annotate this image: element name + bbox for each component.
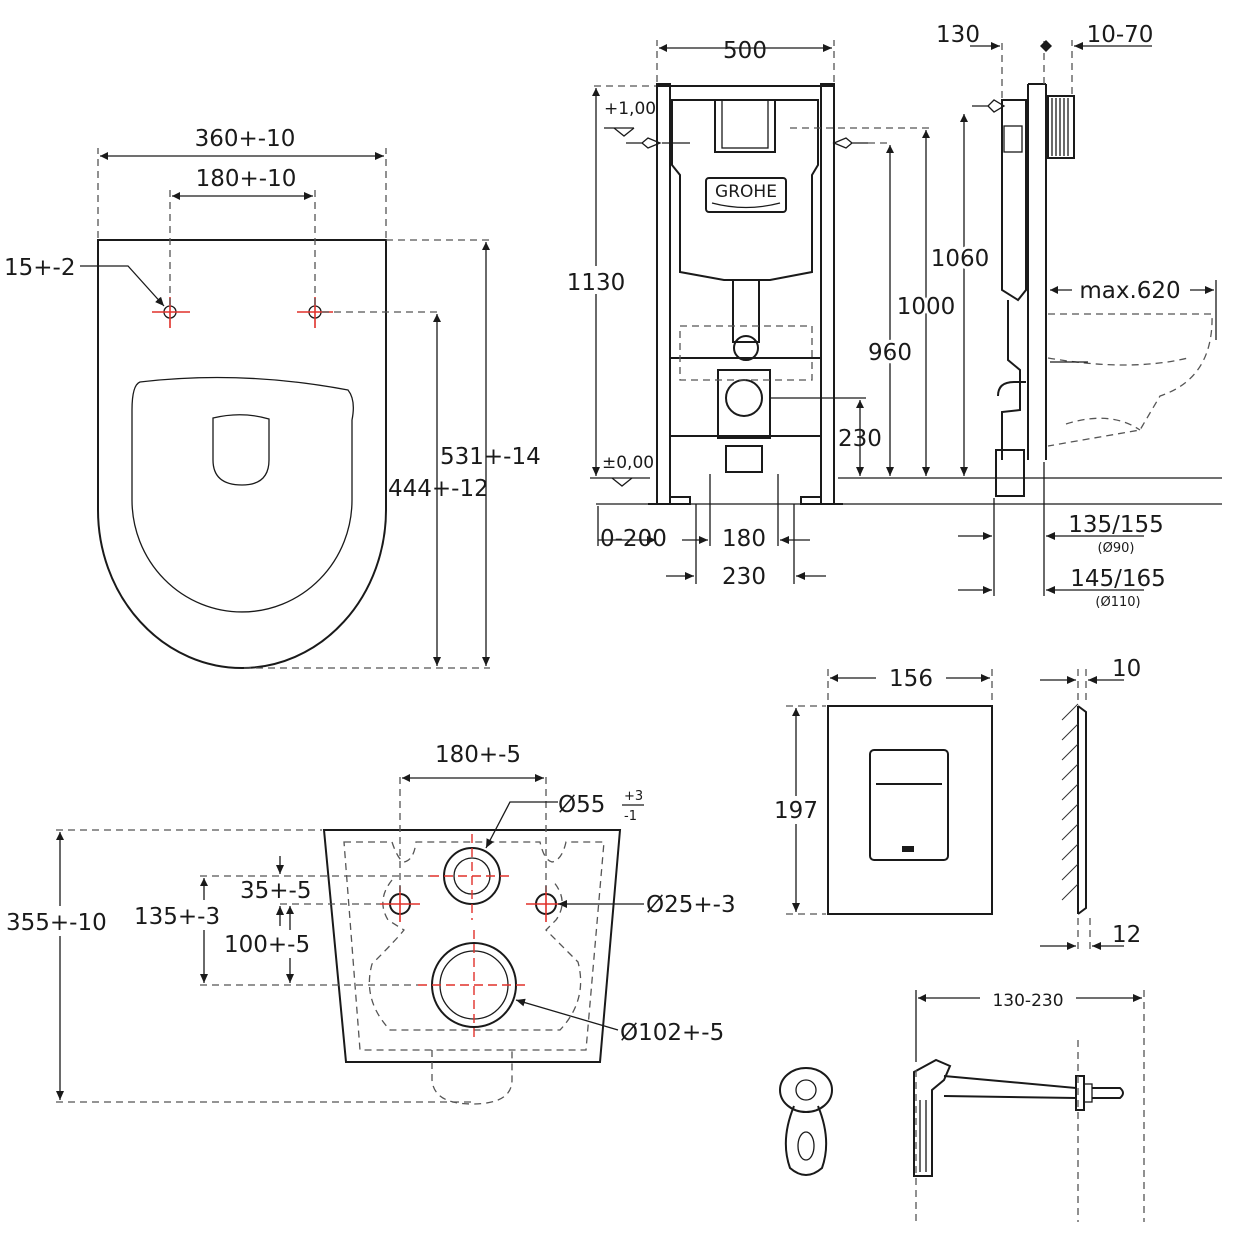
height-1060-label: 1060	[931, 246, 990, 272]
frame-post-left	[656, 83, 671, 505]
seat-top-view: 360+-10 180+-10 15+-2 531+-14 444+-12	[4, 126, 541, 669]
bowl-hole-spacing-label: 180+-5	[435, 742, 521, 768]
frame-post-right	[820, 83, 835, 505]
flush-plate-view: 156 197 10 12	[770, 656, 1141, 952]
svg-text:960: 960	[868, 340, 912, 366]
bolt-length-label: 130-230	[992, 991, 1063, 1011]
height-960-label: 960	[868, 340, 912, 366]
bowl-projection-label: max.620	[1079, 278, 1180, 304]
drain-diameter-label: Ø102+-5	[620, 1020, 724, 1046]
pipe-110-label: 145/165	[1070, 566, 1166, 592]
cistern-side	[1001, 99, 1027, 302]
drain-spacing-outer-label: 230	[722, 564, 766, 590]
frame-width-label: 500	[723, 38, 767, 64]
seat-length-label: 531+-14	[440, 444, 541, 470]
inlet-offset-label: 35+-5	[240, 878, 311, 904]
height-1000-label: 1000	[897, 294, 956, 320]
pipe-90-note: (Ø90)	[1098, 541, 1135, 556]
bowl-rear-view: 180+-5 Ø55 +3 -1 355+-10 135+-3 35+-5 10…	[2, 742, 736, 1105]
brand-label: GROHE	[715, 182, 777, 202]
plate-height-label: 197	[774, 798, 818, 824]
svg-text:1000: 1000	[897, 294, 956, 320]
drain-height-label: 230	[838, 426, 882, 452]
inlet-tol-minus: -1	[624, 809, 637, 824]
frame-height-label: 1130	[567, 270, 626, 296]
inlet-tol-plus: +3	[624, 789, 643, 804]
fixing-bolt-view: 130-230	[779, 984, 1145, 1222]
seat-lid-outline	[131, 376, 354, 613]
plate-thickness-bottom-label: 12	[1112, 922, 1141, 948]
flush-plate-front	[827, 705, 993, 915]
flush-valve-housing	[714, 99, 776, 153]
bottom-adjust-label: 0-200	[600, 526, 667, 552]
seat-hole-length-label: 444+-12	[388, 476, 489, 502]
svg-text:1060: 1060	[931, 246, 990, 272]
drain-offset-label: 100+-5	[224, 932, 310, 958]
level-top-label: +1,00	[604, 99, 656, 119]
wall-hatch	[1061, 703, 1079, 901]
frame-depth-label: 130	[936, 22, 980, 48]
drain-fitting	[717, 369, 771, 439]
pipe-110-note: (Ø110)	[1095, 595, 1140, 610]
wall-adjust-label: 10-70	[1087, 22, 1154, 48]
bolt-rod	[943, 1075, 1077, 1100]
fixing-hole-diameter-label: Ø25+-3	[646, 892, 736, 918]
drain-spacing-inner-label: 180	[722, 526, 766, 552]
seat-hole-diameter-label: 15+-2	[4, 255, 75, 281]
seat-hole-spacing-label: 180+-10	[196, 166, 297, 192]
wall-bracket	[1047, 95, 1075, 159]
level-floor-label: ±0,00	[602, 453, 654, 473]
bowl-height-label: 355+-10	[6, 910, 107, 936]
seat-fixing-hole-left	[152, 297, 190, 328]
cistern	[671, 99, 819, 281]
frame-side-view: 130 10-70 max.620 135/155 (Ø90) 145/165 …	[936, 22, 1217, 610]
plate-thickness-top-label: 10	[1112, 656, 1141, 682]
seat-outline	[97, 239, 387, 669]
hole-vertical-label: 135+-3	[134, 904, 220, 930]
bowl-outline-dashed	[1047, 313, 1213, 447]
frame-front-view: GROHE 500 +1,00 ±0,00 1130	[567, 38, 1222, 590]
seat-lid-handle	[212, 414, 270, 486]
plate-width-label: 156	[889, 666, 933, 692]
seat-width-label: 360+-10	[195, 126, 296, 152]
inlet-diameter-label: Ø55	[558, 792, 605, 818]
flush-button	[869, 749, 949, 861]
bolt-bracket-end	[779, 1067, 833, 1113]
bolt-nut	[1075, 1075, 1085, 1111]
brand-badge	[705, 177, 787, 213]
bolt-bracket-side	[913, 1058, 952, 1177]
pipe-90-label: 135/155	[1068, 512, 1164, 538]
